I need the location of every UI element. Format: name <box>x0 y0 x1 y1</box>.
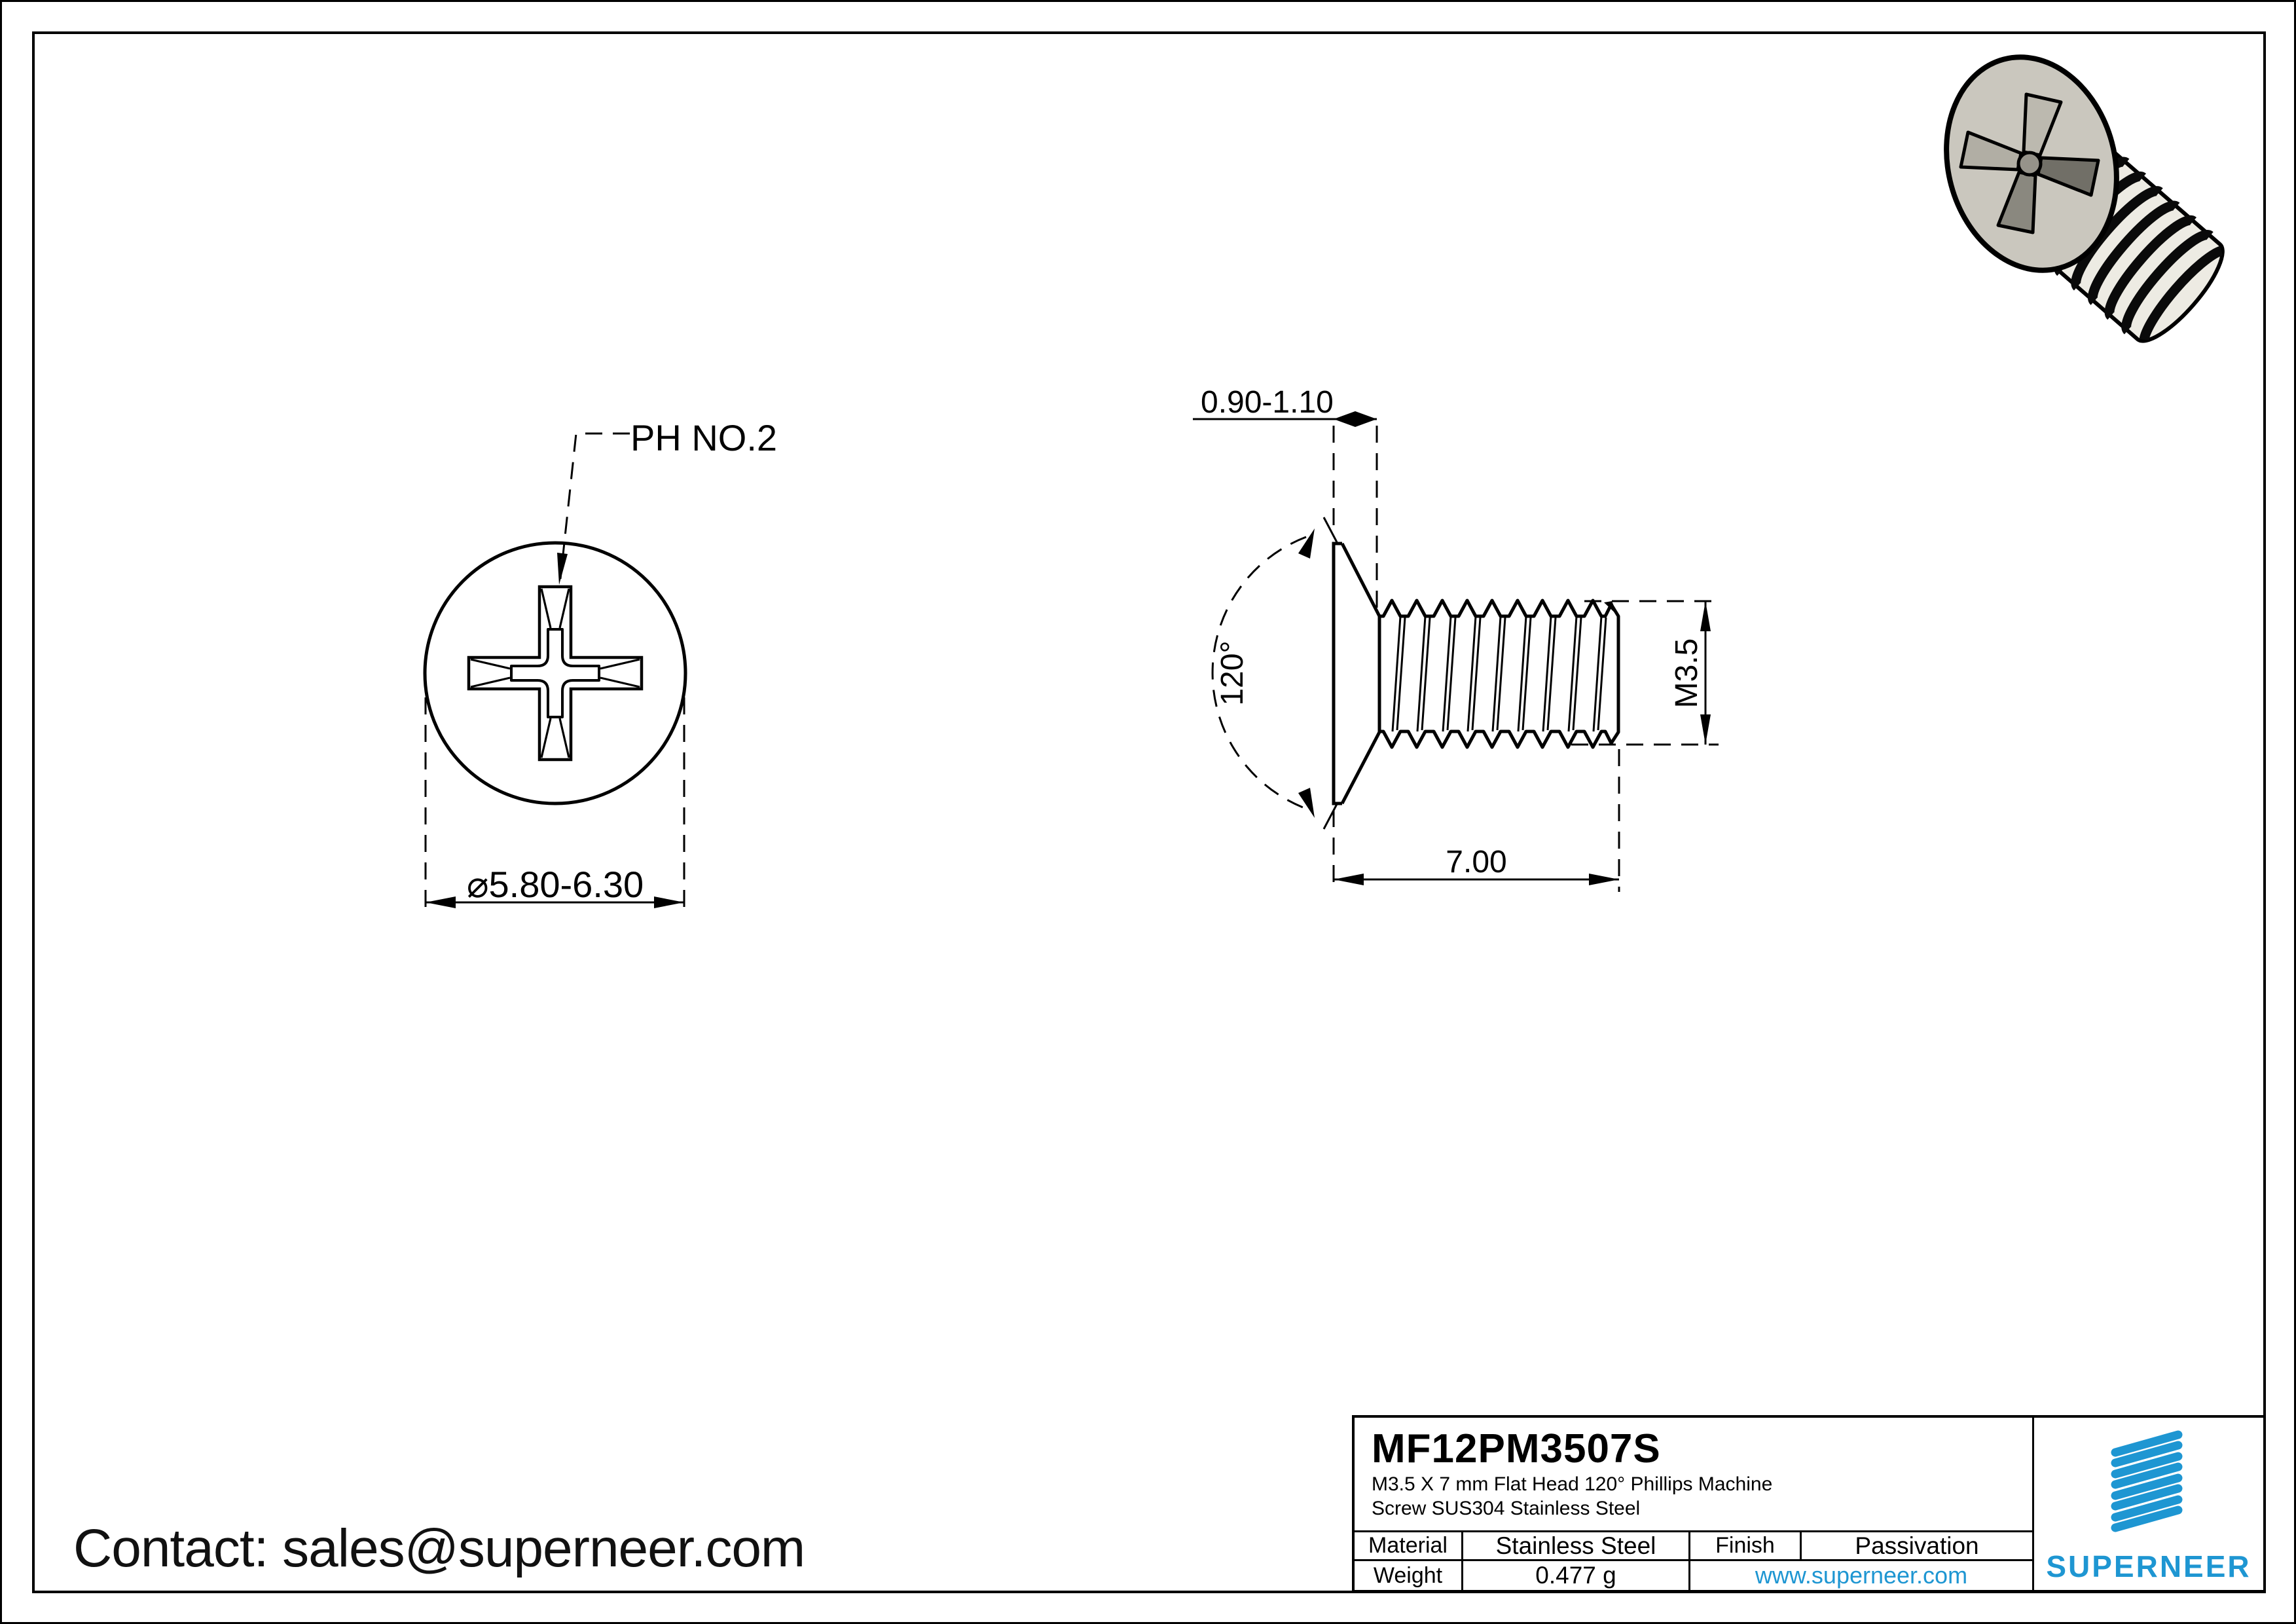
part-description-line2: Screw SUS304 Stainless Steel <box>1372 1498 1641 1519</box>
screw-3d-render <box>1944 54 2225 343</box>
material-label-cell: Material <box>1355 1532 1463 1561</box>
diameter-dimension-text: ⌀5.80-6.30 <box>467 864 644 905</box>
diameter-dimension: ⌀5.80-6.30 <box>424 697 685 912</box>
angle-arrow-top-icon <box>1298 528 1315 559</box>
thread-size-text: M3.5 <box>1669 638 1704 709</box>
thread-size-dimension: M3.5 <box>1571 600 1719 746</box>
dim-arrow-left-icon <box>426 896 456 908</box>
contact-text: Contact: sales@superneer.com <box>73 1519 805 1578</box>
angle-arc <box>1211 536 1309 811</box>
dim-diamond-arrow-icon <box>1334 411 1377 427</box>
finish-value: Passivation <box>1855 1532 1979 1559</box>
screw-3d-phillips-recess-icon <box>1959 92 2100 234</box>
brand-name: SUPERNEER <box>2046 1549 2251 1583</box>
angle-tick-lines <box>1322 517 1338 830</box>
weight-value: 0.477 g <box>1535 1562 1616 1589</box>
finish-value-cell: Passivation <box>1802 1532 2032 1561</box>
phillips-recess-outer-icon <box>467 585 644 762</box>
material-label: Material <box>1368 1533 1448 1558</box>
diameter-extension-lines <box>424 697 685 912</box>
head-outline-circle <box>423 541 687 805</box>
part-description-line1: M3.5 X 7 mm Flat Head 120° Phillips Mach… <box>1372 1473 1773 1495</box>
finish-label: Finish <box>1715 1533 1775 1558</box>
part-number: MF12PM3507S <box>1372 1426 1661 1471</box>
weight-label: Weight <box>1373 1562 1443 1588</box>
website-cell: www.superneer.com <box>1690 1561 2032 1590</box>
title-block: MF12PM3507S M3.5 X 7 mm Flat Head 120° P… <box>1352 1415 2266 1593</box>
angle-arrow-bottom-icon <box>1298 788 1315 818</box>
front-view: PH NO.2 ⌀5.80-6.30 <box>423 417 777 912</box>
drawing-frame <box>32 31 2266 1593</box>
head-angle-dimension: 120° <box>1211 517 1338 830</box>
length-text: 7.00 <box>1446 845 1506 879</box>
head-thickness-extension-lines <box>1332 426 1378 608</box>
dim-arrow-right-icon <box>654 896 684 908</box>
thread-profile <box>1377 599 1620 749</box>
callout-leader-line <box>559 432 630 580</box>
length-extension-lines <box>1332 749 1620 892</box>
dim-arrow-down-icon <box>1700 714 1711 745</box>
head-thickness-text: 0.90-1.10 <box>1201 385 1334 420</box>
weight-value-cell: 0.477 g <box>1463 1561 1690 1590</box>
side-view: 0.90-1.10 120° M3.5 7.00 <box>1193 385 1719 892</box>
phillips-recess-tapers <box>470 588 640 758</box>
dim-arrow-up-icon <box>1700 601 1711 631</box>
thread-size-extension-lines <box>1571 600 1719 746</box>
callout-ph-no2: PH NO.2 <box>630 417 777 458</box>
title-block-description-area: MF12PM3507S M3.5 X 7 mm Flat Head 120° P… <box>1355 1418 2033 1532</box>
callout-arrowhead-icon <box>557 553 568 585</box>
head-angle-text: 120° <box>1215 640 1250 705</box>
dim-arrow-right2-icon <box>1589 874 1619 885</box>
length-dimension: 7.00 <box>1332 749 1620 892</box>
head-thickness-dimension: 0.90-1.10 <box>1193 385 1378 608</box>
finish-label-cell: Finish <box>1690 1532 1802 1561</box>
thread-end-chamfer <box>1604 601 1618 616</box>
brand-logo-cell: SUPERNEER <box>2032 1418 2263 1590</box>
dim-arrow-left2-icon <box>1334 874 1364 885</box>
thread-flank-lines <box>1391 616 1607 732</box>
weight-label-cell: Weight <box>1355 1561 1463 1590</box>
brand-logo-icon <box>2111 1430 2183 1532</box>
head-profile <box>1332 542 1381 805</box>
phillips-recess-inner-icon <box>510 628 600 718</box>
website-link: www.superneer.com <box>1755 1562 1968 1589</box>
material-value-cell: Stainless Steel <box>1463 1532 1690 1561</box>
material-value: Stainless Steel <box>1495 1532 1656 1559</box>
